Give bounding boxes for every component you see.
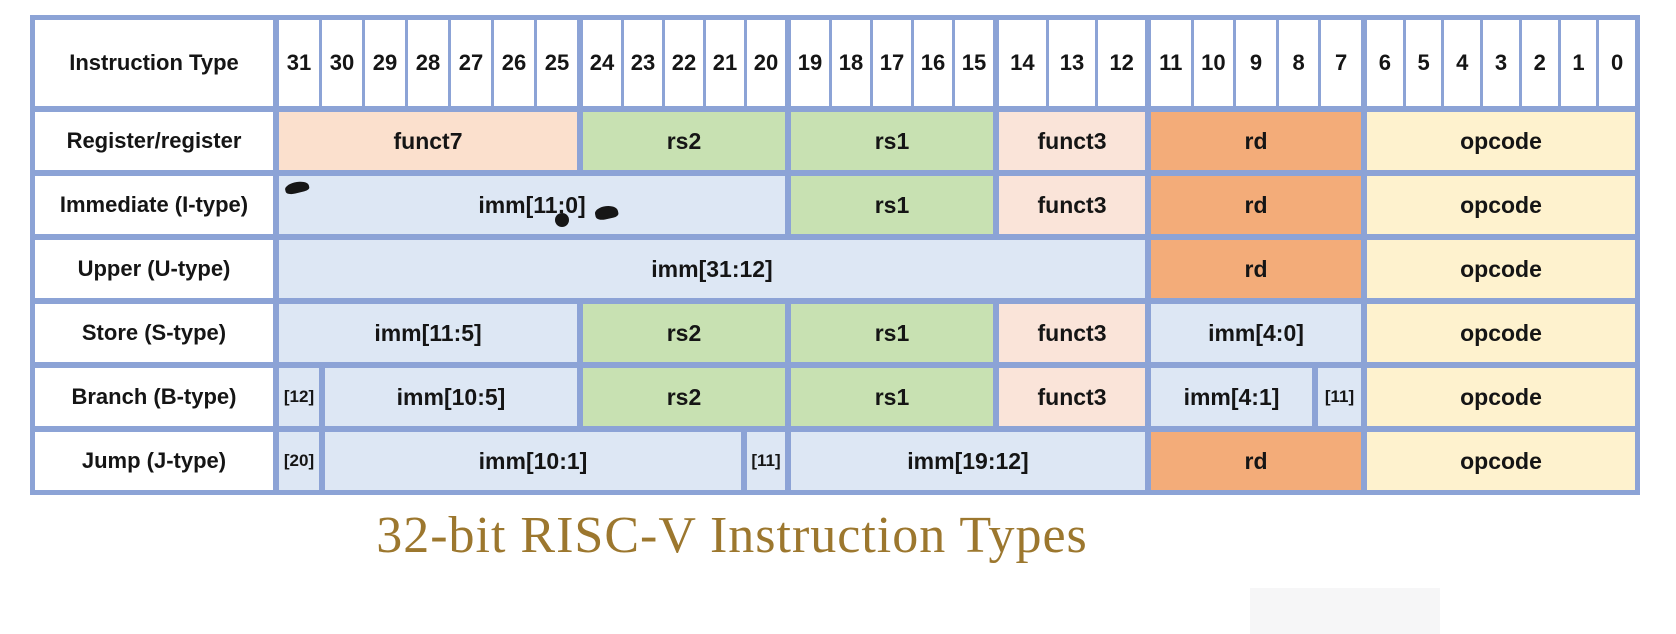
bit-header-13: 13	[1048, 20, 1096, 106]
diagram-caption: 32-bit RISC-V Instruction Types	[376, 507, 1088, 564]
bit-header-22: 22	[665, 20, 703, 106]
bit-header-21: 21	[706, 20, 744, 106]
bit-header-27: 27	[451, 20, 491, 106]
bit-header-6: 6	[1367, 20, 1403, 106]
field-funct3: funct3	[999, 176, 1145, 234]
row-immediate-i-type: Immediate (I-type) imm[11:0] rs1 funct3 …	[35, 176, 1635, 234]
bit-header-12: 12	[1098, 20, 1146, 106]
field-rs2: rs2	[583, 368, 785, 426]
field-rs1: rs1	[791, 304, 993, 362]
field-opcode: opcode	[1367, 240, 1635, 298]
field-imm-10-1: imm[10:1]	[325, 432, 741, 490]
bit-header-9: 9	[1236, 20, 1276, 106]
field-rs1: rs1	[791, 368, 993, 426]
bit-header-17: 17	[873, 20, 911, 106]
field-imm-10-5: imm[10:5]	[325, 368, 577, 426]
field-rd: rd	[1151, 240, 1361, 298]
bit-group-14-12: 14 13 12	[999, 20, 1146, 106]
bit-group-31-25: 31 30 29 28 27 26 25	[279, 20, 577, 106]
field-imm-4-0: imm[4:0]	[1151, 304, 1361, 362]
bit-header-11: 11	[1151, 20, 1191, 106]
bit-header-31: 31	[279, 20, 319, 106]
row-jump-j-type: Jump (J-type) [20] imm[10:1] [11] imm[19…	[35, 432, 1635, 490]
bit-header-8: 8	[1278, 20, 1319, 106]
header-row: Instruction Type 31 30 29 28 27 26 25 24…	[35, 20, 1636, 106]
bit-header-24: 24	[583, 20, 621, 106]
row-register-register: Register/register funct7 rs2 rs1 funct3 …	[35, 112, 1635, 170]
bit-header-15: 15	[955, 20, 993, 106]
field-imm-20: [20]	[279, 432, 319, 490]
field-rs1: rs1	[791, 176, 993, 234]
bit-group-11-7: 11 10 9 8 7	[1151, 20, 1361, 106]
bit-header-0: 0	[1599, 20, 1636, 106]
bit-group-6-0: 6 5 4 3 2 1 0	[1367, 20, 1636, 106]
field-imm-11: [11]	[1318, 368, 1361, 426]
field-opcode: opcode	[1367, 112, 1635, 170]
field-rd: rd	[1151, 432, 1361, 490]
bit-header-14: 14	[999, 20, 1046, 106]
bit-header-23: 23	[624, 20, 662, 106]
field-funct3: funct3	[999, 368, 1145, 426]
row-label-register-register: Register/register	[35, 112, 273, 170]
bit-header-30: 30	[322, 20, 362, 106]
background-artifact	[1250, 588, 1440, 634]
bit-header-5: 5	[1405, 20, 1442, 106]
bit-header-10: 10	[1193, 20, 1234, 106]
bit-header-4: 4	[1444, 20, 1481, 106]
field-imm-11: [11]	[747, 432, 785, 490]
ink-dot-annotation	[555, 213, 569, 227]
bit-header-3: 3	[1483, 20, 1519, 106]
bit-header-7: 7	[1321, 20, 1361, 106]
row-label-store: Store (S-type)	[35, 304, 273, 362]
field-rd: rd	[1151, 112, 1361, 170]
bit-header-25: 25	[537, 20, 577, 106]
bit-header-29: 29	[365, 20, 405, 106]
field-imm-19-12: imm[19:12]	[791, 432, 1145, 490]
field-rs2: rs2	[583, 112, 785, 170]
bit-header-26: 26	[494, 20, 534, 106]
row-upper-u-type: Upper (U-type) imm[31:12] rd opcode	[35, 240, 1635, 298]
field-funct7: funct7	[279, 112, 577, 170]
field-funct3: funct3	[999, 112, 1145, 170]
header-label: Instruction Type	[35, 20, 273, 106]
bit-header-2: 2	[1521, 20, 1558, 106]
field-rs2: rs2	[583, 304, 785, 362]
field-rd: rd	[1151, 176, 1361, 234]
field-opcode: opcode	[1367, 176, 1635, 234]
field-imm-12: [12]	[279, 368, 319, 426]
row-label-branch: Branch (B-type)	[35, 368, 273, 426]
bit-header-19: 19	[791, 20, 829, 106]
field-opcode: opcode	[1367, 432, 1635, 490]
row-branch-b-type: Branch (B-type) [12] imm[10:5] rs2 rs1 f…	[35, 368, 1635, 426]
row-label-jump: Jump (J-type)	[35, 432, 273, 490]
field-imm-4-1: imm[4:1]	[1151, 368, 1312, 426]
row-store-s-type: Store (S-type) imm[11:5] rs2 rs1 funct3 …	[35, 304, 1635, 362]
row-label-immediate: Immediate (I-type)	[35, 176, 273, 234]
field-opcode: opcode	[1367, 304, 1635, 362]
bit-header-16: 16	[914, 20, 952, 106]
field-opcode: opcode	[1367, 368, 1635, 426]
riscv-format-table: Instruction Type 31 30 29 28 27 26 25 24…	[30, 15, 1640, 495]
bit-header-1: 1	[1560, 20, 1597, 106]
field-funct3: funct3	[999, 304, 1145, 362]
field-imm-31-12: imm[31:12]	[279, 240, 1145, 298]
field-rs1: rs1	[791, 112, 993, 170]
bit-group-24-20: 24 23 22 21 20	[583, 20, 785, 106]
field-imm-11-0: imm[11:0]	[279, 176, 785, 234]
bit-header-18: 18	[832, 20, 870, 106]
bit-header-20: 20	[747, 20, 785, 106]
row-label-upper: Upper (U-type)	[35, 240, 273, 298]
field-imm-11-5: imm[11:5]	[279, 304, 577, 362]
bit-group-19-15: 19 18 17 16 15	[791, 20, 993, 106]
bit-header-28: 28	[408, 20, 448, 106]
